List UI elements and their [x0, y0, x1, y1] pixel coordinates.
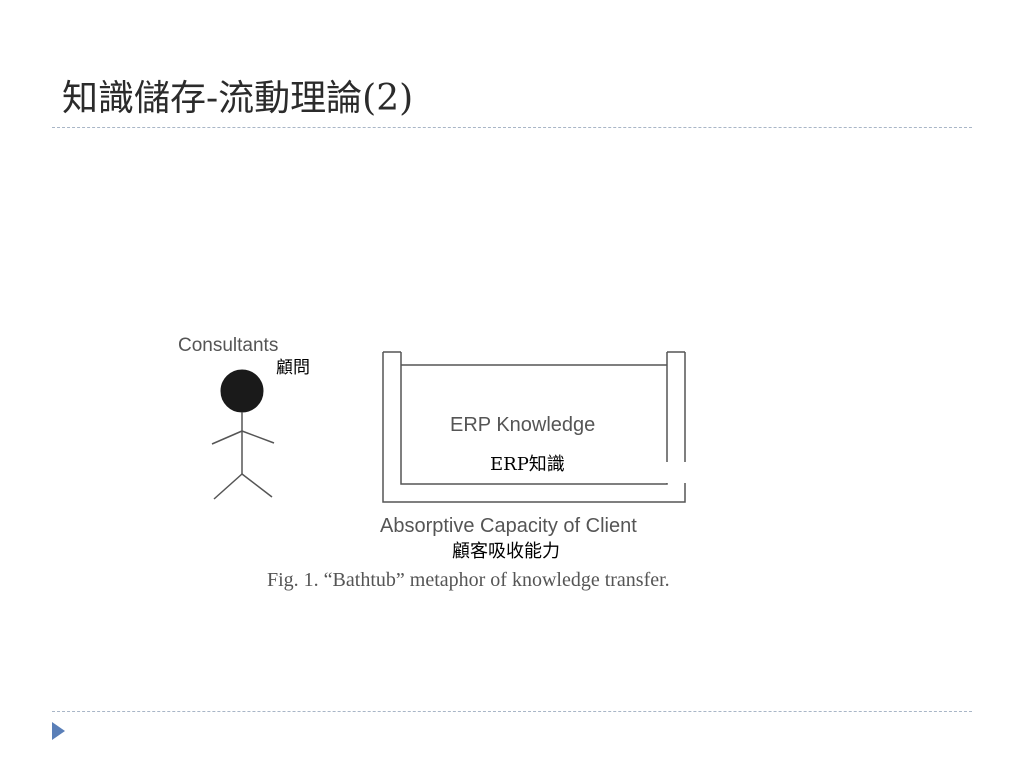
erp-knowledge-label: ERP Knowledge	[450, 414, 595, 436]
bathtub-outer-wall	[382, 352, 686, 503]
consultant-stick-figure	[211, 369, 275, 500]
stick-figure-right-arm	[241, 430, 275, 444]
slide-title: 知識儲存-流動理論(2)	[62, 78, 414, 119]
play-triangle-icon	[52, 722, 65, 740]
stick-figure-left-arm	[211, 430, 243, 445]
absorptive-capacity-label: Absorptive Capacity of Client	[380, 515, 637, 537]
absorptive-capacity-label-zh: 顧客吸收能力	[452, 541, 560, 562]
stick-figure-left-leg	[213, 473, 243, 500]
title-divider	[52, 127, 972, 128]
consultants-label: Consultants	[178, 335, 278, 356]
stick-figure-right-leg	[241, 473, 273, 498]
bathtub-wall-gap	[664, 462, 686, 483]
stick-figure-head	[220, 369, 264, 413]
figure-caption: Fig. 1. “Bathtub” metaphor of knowledge …	[267, 569, 670, 591]
erp-knowledge-label-zh: ERP知識	[490, 454, 565, 475]
bathtub	[382, 351, 686, 503]
footer-divider	[52, 711, 972, 712]
bathtub-inner-wall	[400, 352, 668, 485]
consultants-label-zh: 顧問	[276, 358, 310, 378]
